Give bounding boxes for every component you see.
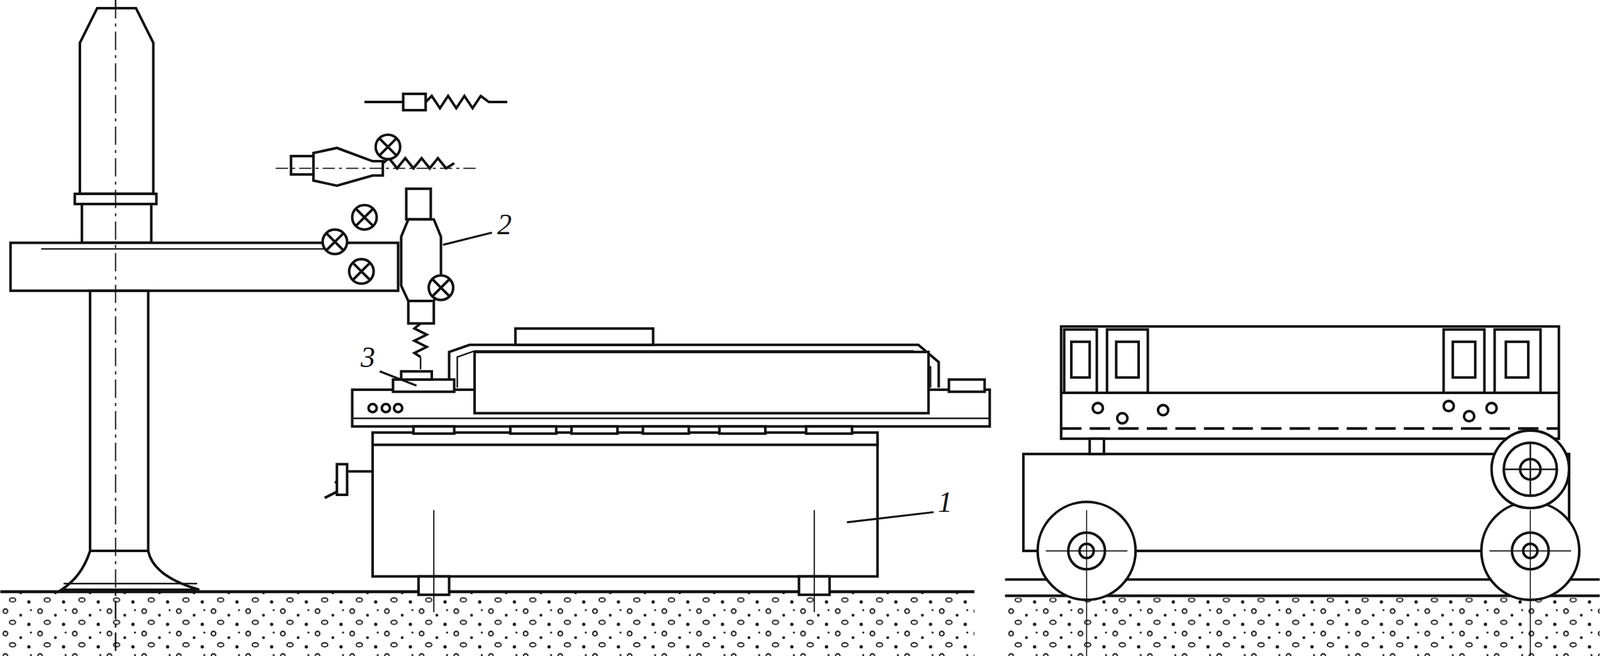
drawing-line [1491,430,1570,508]
drawing-line [510,426,557,434]
drawing-line [275,167,480,169]
drawing-line [443,232,493,245]
drawing-line [372,438,878,577]
drawing-line [356,208,373,226]
leader-lines [379,232,934,522]
drawing-line [847,512,935,523]
drawing-line [1117,412,1128,423]
drawing-line [379,371,417,386]
drawing-line [413,426,455,434]
drawing-line [813,509,816,612]
drawing-line [474,351,929,413]
drawing-line [353,263,370,280]
drawing-line [382,404,391,413]
drawing-line [375,134,401,160]
drawing-line [1503,442,1557,496]
drawing-line [719,426,766,434]
drawing-line [1089,438,1105,454]
drawing-line [403,93,427,111]
drawing-line [1115,341,1139,378]
callout-number: 1 [936,487,954,517]
callout-number: 2 [495,210,513,240]
drawing-line [115,0,117,656]
drawing-line [1452,341,1476,378]
drawing-line [352,205,378,230]
drawing-line [571,426,618,434]
drawing-line [1494,329,1541,393]
drawing-line [405,188,431,220]
drawing-line [433,279,450,296]
drawing-line [81,203,152,243]
drawing-line [428,275,454,301]
drawing-line [290,156,314,175]
drawing-line [392,379,454,392]
drawing-line [1158,404,1169,415]
cart-side-view [1023,326,1580,656]
drawing-line [1061,326,1560,439]
drawing-line [419,356,422,369]
drawing-line [313,147,383,186]
drawing-line [400,371,432,380]
drawing-line [63,582,198,585]
drawing-line [642,426,689,434]
drawing-line [326,233,344,250]
callout-number: 3 [359,343,377,372]
drawing-line [1464,411,1475,422]
drawing-line [414,323,427,357]
drawing-line [1443,400,1454,412]
drawing-line [1061,427,1560,430]
drawing-line [1071,341,1090,378]
drawing-line [1505,341,1529,378]
drawing-line [336,463,347,495]
drawing-line [40,247,327,250]
drawing-line [1064,329,1098,393]
drawing-line [379,138,396,155]
drawing-line [1486,402,1497,413]
drawing-line [322,229,348,255]
drawing-line [806,426,853,434]
drawing-line [515,328,654,345]
drawing-line [1503,442,1557,496]
drawing-line [949,379,986,392]
drawing-line [61,290,200,590]
drawing-line [433,509,435,612]
drawing-line [425,95,508,108]
drawing-line [324,471,373,498]
work-table [324,328,991,613]
switch-symbols [322,134,454,301]
drawing-line [352,417,991,419]
drawing-line [408,300,435,324]
drawing-line [394,404,403,413]
drawing-line [1092,402,1103,413]
drawing-line [368,404,378,413]
drawing-line [90,549,148,553]
drawing-line [0,592,975,656]
drawing-line [349,259,374,284]
drawing-line [1046,509,1572,656]
drawing-line [382,157,454,169]
drawing-line [79,8,154,194]
drawing-line [1443,329,1485,393]
drawing-line [364,100,404,104]
drawing-line [1107,329,1149,393]
drawing-line [1005,597,1600,656]
